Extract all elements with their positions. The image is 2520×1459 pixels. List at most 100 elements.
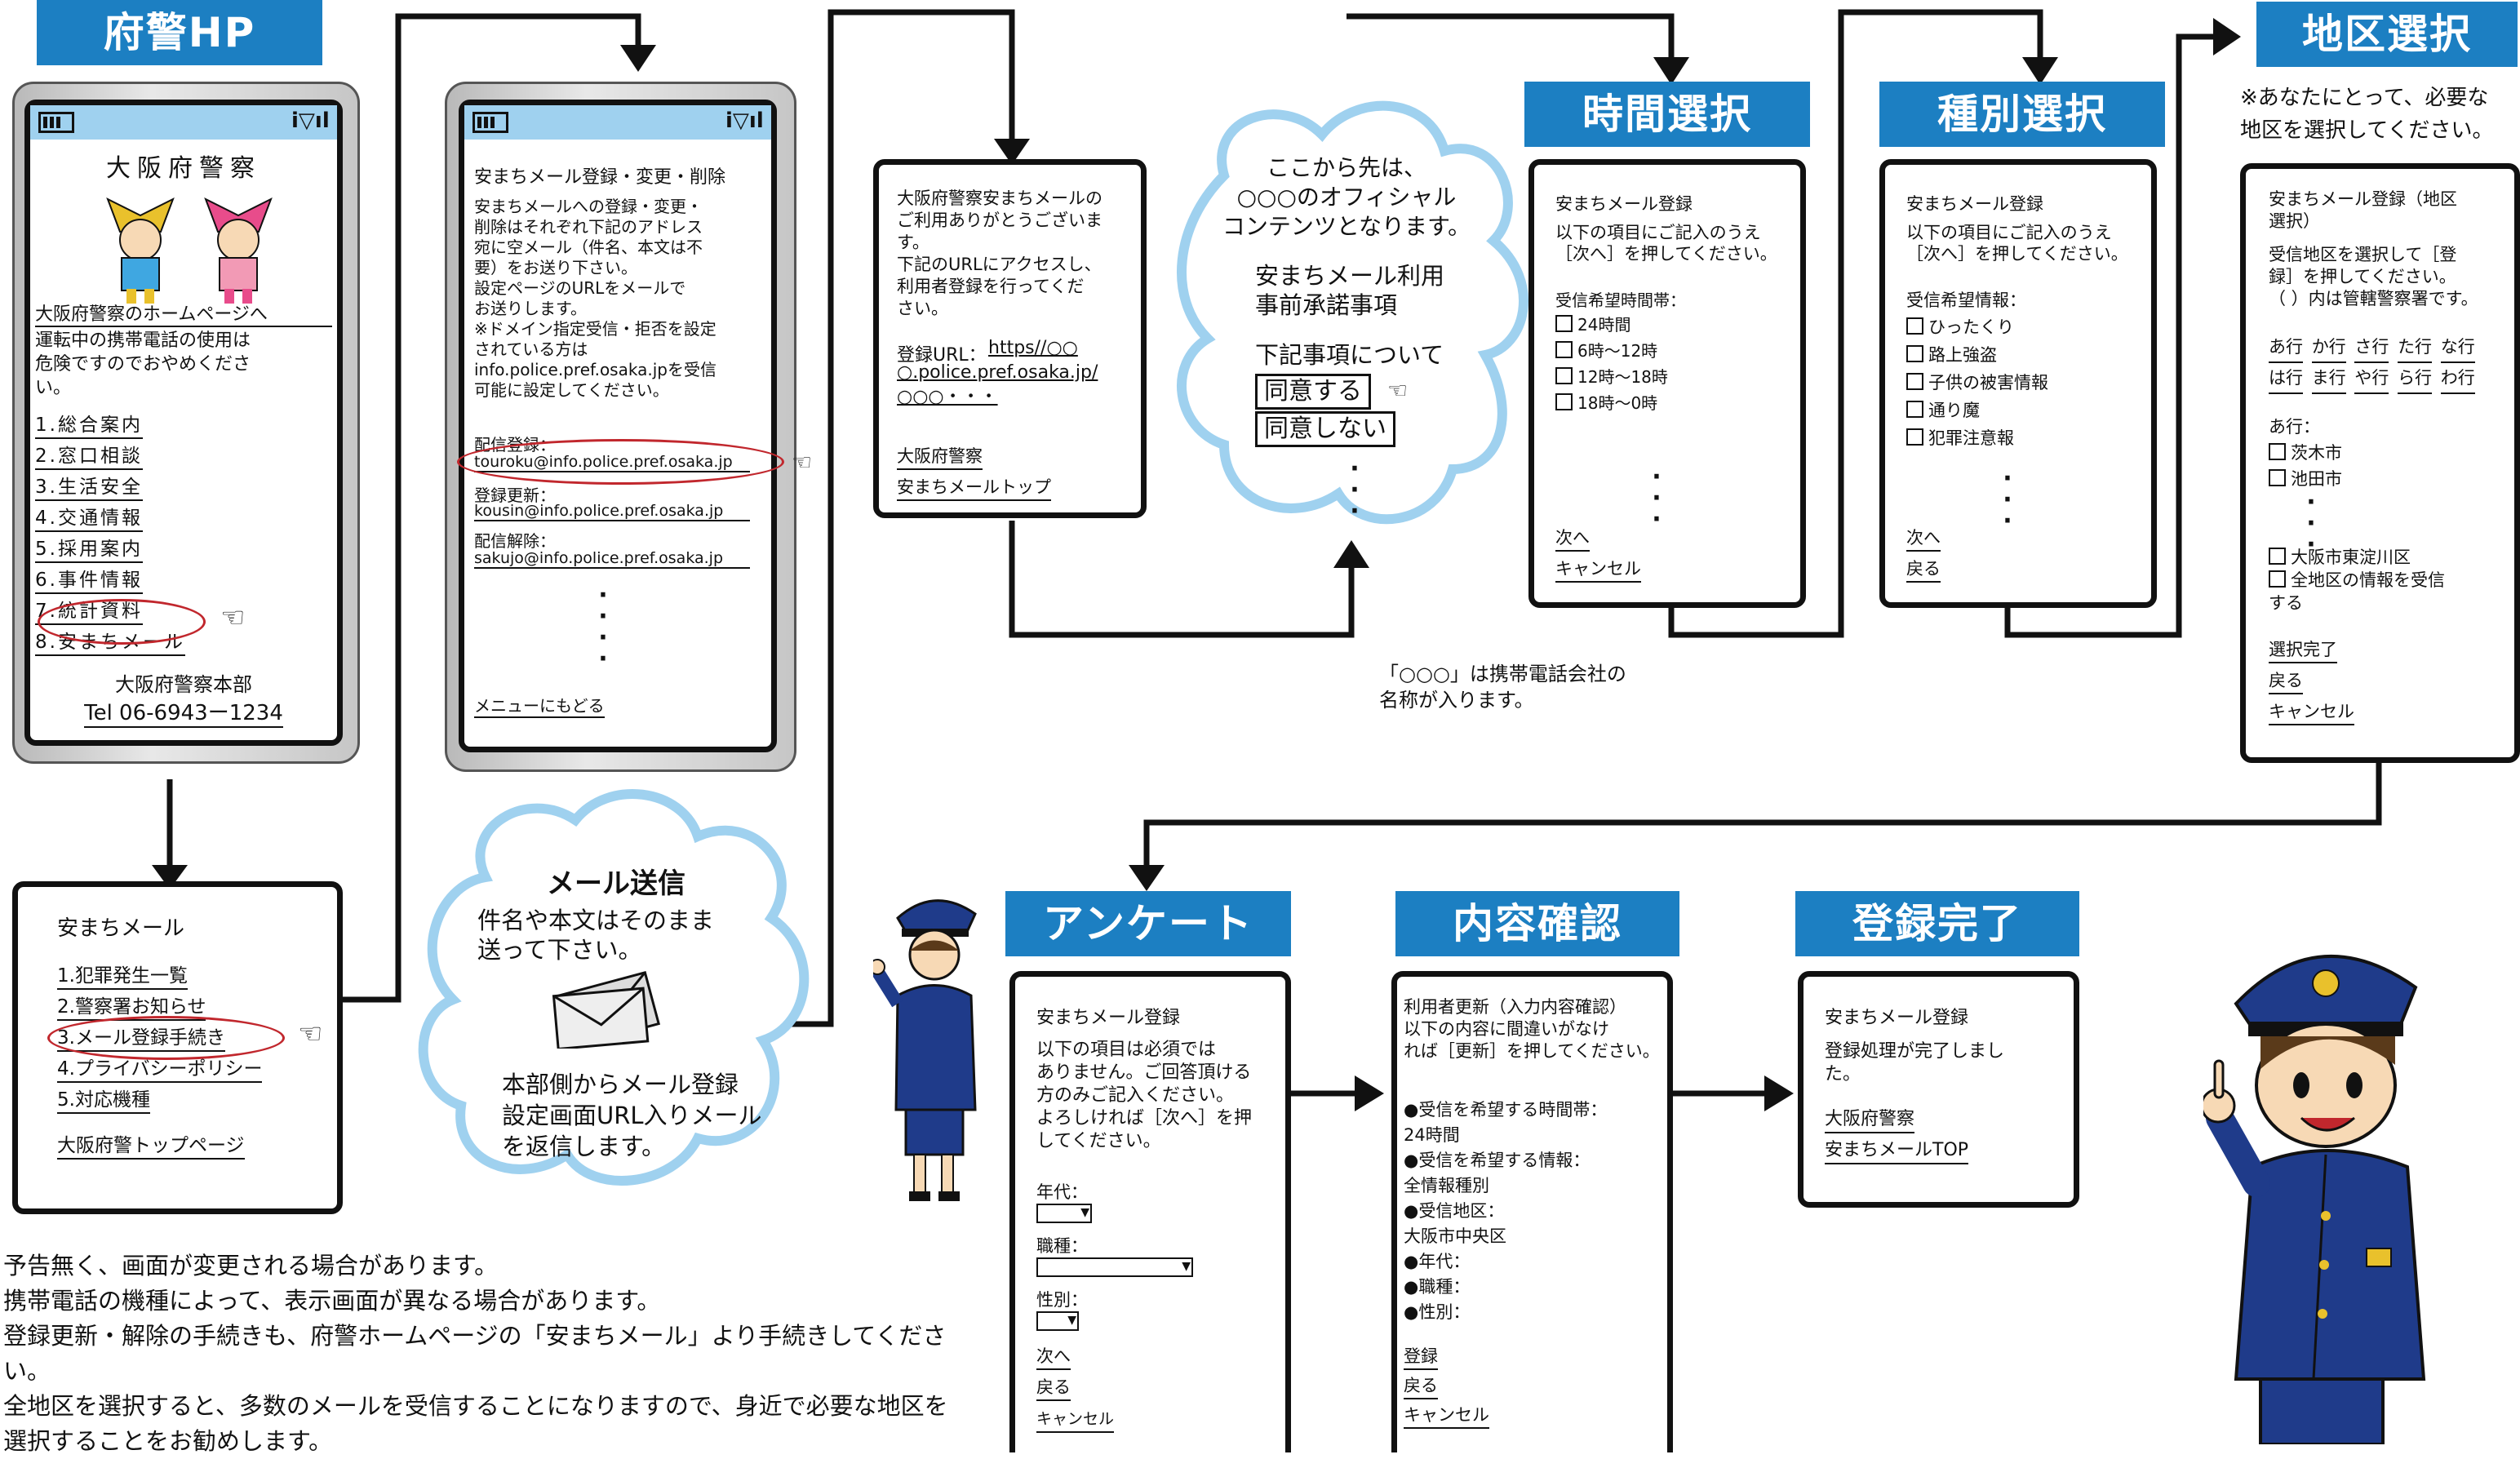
menu-item[interactable]: 4.プライバシーポリシー <box>57 1057 263 1083</box>
complete-links: 大阪府警察 安まちメールTOP <box>1825 1106 1969 1168</box>
category-option-checkbox[interactable]: 子供の被害情報 <box>1906 369 2048 397</box>
highlight-oval <box>38 599 206 645</box>
time-title: 安まちメール登録 <box>1555 194 1693 214</box>
step-title-confirm: 内容確認 <box>1395 891 1679 956</box>
next-link[interactable]: 次へ <box>1555 526 1590 552</box>
job-select[interactable] <box>1036 1256 1193 1277</box>
menu-item[interactable]: 3.生活安全 <box>35 475 143 501</box>
menu-item[interactable]: 2.窓口相談 <box>35 444 143 470</box>
time-body: 以下の項目にご記入のうえ ［次へ］を押してください。 <box>1555 223 1777 264</box>
footer-notes: 予告無く、画面が変更される場合があります。 携帯電話の機種によって、表示画面が異… <box>3 1252 948 1455</box>
delete-address[interactable]: sakujo@info.police.pref.osaka.jp <box>474 549 750 569</box>
menu-item[interactable]: 5.採用案内 <box>35 537 143 563</box>
kana-tab[interactable]: わ行 <box>2440 363 2475 394</box>
agree-button[interactable]: 同意する <box>1255 374 1371 410</box>
back-link[interactable]: 戻る <box>1906 557 1941 583</box>
survey-links: 次へ 戻る キャンセル <box>1036 1342 1115 1436</box>
category-option-checkbox[interactable]: 路上強盗 <box>1906 341 2048 369</box>
cancel-link[interactable]: キャンセル <box>1555 557 1641 583</box>
survey-screen: 安まちメール登録 以下の項目は必須では ありません。ご回答頂ける 方のみご記入く… <box>1009 971 1291 1452</box>
back-link[interactable]: 戻る <box>1036 1375 1071 1401</box>
confirm-item: ●受信地区： <box>1404 1201 1505 1221</box>
time-option-checkbox[interactable]: 6時～12時 <box>1555 338 1668 364</box>
confirm-title: 利用者更新（入力内容確認） 以下の内容に間違いがなけ れば［更新］を押してくださ… <box>1404 997 1660 1061</box>
kana-tab[interactable]: な行 <box>2440 332 2475 363</box>
kana-tab[interactable]: ま行 <box>2311 363 2346 394</box>
mail-cloud-title: メール送信 <box>547 867 685 900</box>
time-option-checkbox[interactable]: 18時～0時 <box>1555 390 1668 416</box>
signal-icon: ⅰ▽ıl <box>725 109 764 133</box>
district-group-label: あ行： <box>2269 417 2320 437</box>
back-to-menu-link[interactable]: メニューにもどる <box>474 693 605 718</box>
mail-top-link[interactable]: 安まちメールトップ <box>897 475 1051 501</box>
kana-row: あ行 か行 さ行 た行 な行 は行 ま行 や行 ら行 わ行 <box>2269 332 2475 394</box>
all-district-checkbox[interactable]: 全地区の情報を受信 する <box>2269 570 2445 613</box>
osaka-police-link[interactable]: 大阪府警察 <box>897 444 983 470</box>
menu-item[interactable]: 1.総合案内 <box>35 413 143 439</box>
gender-select[interactable] <box>1036 1310 1079 1331</box>
top-page-link[interactable]: 大阪府警トップページ <box>57 1132 245 1163</box>
district-option-checkbox[interactable]: 池田市 <box>2269 466 2342 492</box>
phone-1-tel[interactable]: Tel 06-6943ー1234 <box>30 696 337 728</box>
kana-tab[interactable]: か行 <box>2311 332 2346 363</box>
step-title-fukei-hp: 府警HP <box>37 0 322 65</box>
back-link[interactable]: 戻る <box>2269 668 2303 694</box>
register-url[interactable]: https//○○ ○.police.pref.osaka.jp/ ○○○・・・ <box>897 338 1098 407</box>
menu-item[interactable]: 1.犯罪発生一覧 <box>57 964 188 990</box>
select-done-link[interactable]: 選択完了 <box>2269 637 2337 663</box>
category-option-checkbox[interactable]: ひったくり <box>1906 313 2048 341</box>
category-option-checkbox[interactable]: 通り魔 <box>1906 397 2048 424</box>
register-link[interactable]: 登録 <box>1404 1344 1438 1370</box>
cancel-link[interactable]: キャンセル <box>1404 1403 1489 1429</box>
menu-item[interactable]: 5.対応機種 <box>57 1088 150 1114</box>
pointing-hand-icon: ☜ <box>792 449 813 476</box>
highlight-oval <box>457 439 784 485</box>
kana-tab[interactable]: や行 <box>2354 363 2389 394</box>
osaka-police-link[interactable]: 大阪府警察 <box>1825 1107 1915 1133</box>
next-link[interactable]: 次へ <box>1906 526 1941 552</box>
disagree-button[interactable]: 同意しない <box>1255 411 1395 447</box>
home-link[interactable]: 大阪府警察のホームページへ <box>35 299 332 327</box>
status-bar <box>30 105 337 140</box>
kana-tab[interactable]: た行 <box>2398 332 2433 363</box>
district-option-checkbox[interactable]: 大阪市東淀川区 <box>2269 546 2445 569</box>
kana-tab[interactable]: あ行 <box>2269 332 2303 363</box>
survey-title: 安まちメール登録 <box>1036 1008 1181 1028</box>
confirm-item: ●受信を希望する時間帯： <box>1404 1100 1608 1120</box>
district-option-checkbox[interactable]: 茨木市 <box>2269 440 2342 466</box>
confirm-item: ●受信を希望する情報： <box>1404 1151 1591 1170</box>
kana-tab[interactable]: さ行 <box>2354 332 2389 363</box>
phone-1-screen: ⅰ▽ıl 大阪府警察 大阪府警察のホームページへ 運転中の携帯電話の使用は 危険… <box>24 100 343 746</box>
kana-tab[interactable]: は行 <box>2269 363 2303 394</box>
menu-item[interactable]: 6.事件情報 <box>35 568 143 594</box>
cancel-link[interactable]: キャンセル <box>1036 1407 1115 1433</box>
category-option-checkbox[interactable]: 犯罪注意報 <box>1906 424 2048 452</box>
age-select[interactable] <box>1036 1202 1092 1223</box>
district-options: 茨木市 池田市 <box>2269 440 2342 492</box>
time-option-checkbox[interactable]: 12時～18時 <box>1555 364 1668 390</box>
update-address[interactable]: kousin@info.police.pref.osaka.jp <box>474 502 750 521</box>
carrier-note: 「○○○」は携帯電話会社の 名称が入ります。 <box>1379 663 1626 712</box>
thanks-links: 大阪府警察 安まちメールトップ <box>897 442 1051 504</box>
confirm-value: 全情報種別 <box>1404 1176 1489 1195</box>
status-bar <box>464 105 771 140</box>
kana-tab[interactable]: ら行 <box>2398 363 2433 394</box>
cancel-link[interactable]: キャンセル <box>2269 699 2354 725</box>
confirm-value: 24時間 <box>1404 1125 1460 1145</box>
category-options: ひったくり 路上強盗 子供の被害情報 通り魔 犯罪注意報 <box>1906 313 2048 452</box>
menu-item[interactable]: 2.警察署お知らせ <box>57 995 206 1021</box>
ellipsis-vertical: · · · <box>2003 464 2012 535</box>
confirm-value: 大阪市中央区 <box>1404 1226 1506 1246</box>
time-option-checkbox[interactable]: 24時間 <box>1555 312 1668 338</box>
police-officer-small-illustration <box>873 899 977 1201</box>
menu-item[interactable]: 4.交通情報 <box>35 506 143 532</box>
register-url-label: 登録URL： <box>897 345 987 366</box>
category-title: 安まちメール登録 <box>1906 194 2043 214</box>
mail-top-link[interactable]: 安まちメールTOP <box>1825 1138 1969 1164</box>
pointing-hand-icon: ☜ <box>298 1018 323 1050</box>
battery-icon <box>38 112 74 133</box>
next-link[interactable]: 次へ <box>1036 1344 1071 1370</box>
back-link[interactable]: 戻る <box>1404 1373 1438 1399</box>
mail-cloud-line2: 本部側からメール登録 設定画面URL入りメール を返信します。 <box>502 1071 762 1160</box>
mascot-illustration <box>106 197 273 304</box>
